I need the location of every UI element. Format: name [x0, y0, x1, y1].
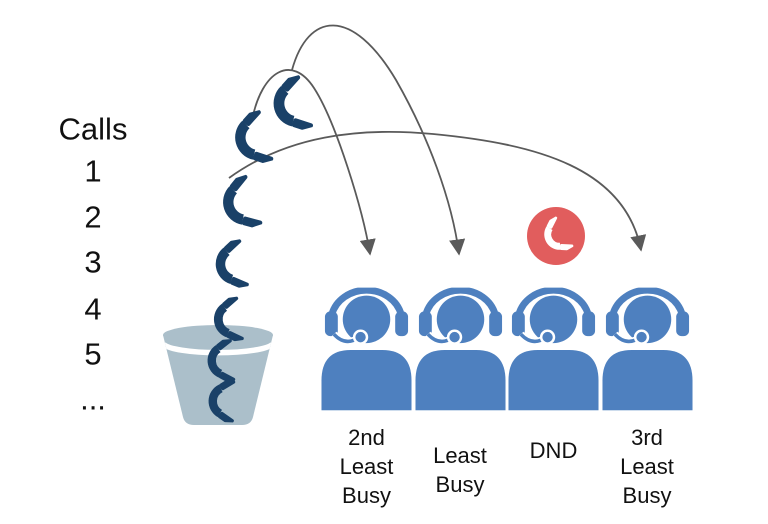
phone-icon: [208, 238, 254, 292]
agent-icon-dnd: [507, 287, 600, 411]
arrow-call2-to-2nd-least-busy: [251, 69, 376, 256]
call-number-ellipsis: ...: [80, 381, 106, 417]
phone-icon: [204, 379, 239, 422]
call-number-3: 3: [84, 244, 102, 280]
arrow-call1-to-least-busy: [291, 24, 466, 256]
call-number-4: 4: [84, 291, 102, 327]
agent-icon-2nd-least-busy: [320, 287, 413, 411]
call-number-2: 2: [84, 199, 102, 235]
phone-icon: [208, 296, 249, 344]
agent-icon-3rd-least-busy: [601, 287, 694, 411]
call-number-5: 5: [84, 336, 102, 372]
phone-icon: [202, 339, 240, 384]
agent-label-least-busy: Least Busy: [433, 443, 487, 497]
agent-icon-least-busy: [414, 287, 507, 411]
call-number-1: 1: [84, 153, 102, 189]
agent-label-2nd-least-busy: 2nd Least Busy: [339, 425, 394, 508]
calls-title: Calls: [58, 111, 128, 147]
agent-label-dnd: DND: [529, 438, 578, 463]
arrow-call3-to-3rd-least-busy: [228, 130, 647, 252]
dnd-incoming-call-badge: [527, 207, 585, 265]
phone-icon: [535, 214, 577, 258]
agent-label-3rd-least-busy: 3rd Least Busy: [620, 425, 674, 508]
